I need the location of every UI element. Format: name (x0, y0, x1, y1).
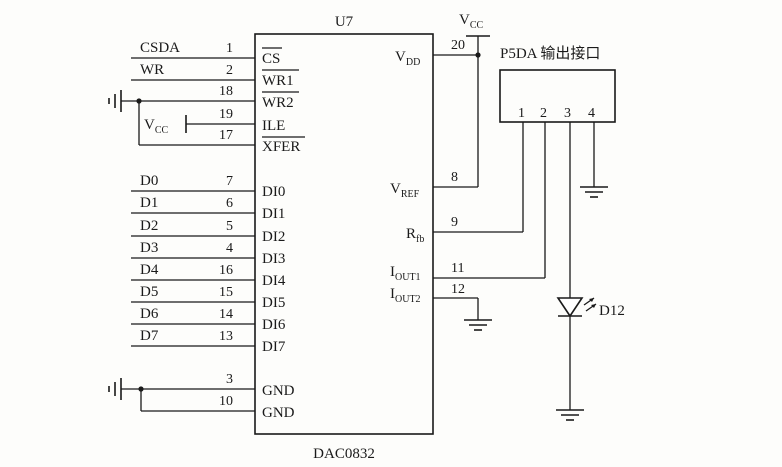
pin-name-xfer: XFER (262, 139, 300, 155)
connector-p5da-body (499, 69, 616, 123)
pin-name-cs: CS (262, 51, 280, 67)
pin-number-4: 4 (226, 241, 233, 256)
pin-number-17: 17 (219, 128, 233, 143)
pin-name-di1: DI1 (262, 206, 285, 222)
pin-name-gnd-10: GND (262, 405, 295, 421)
pin-number-6: 6 (226, 196, 233, 211)
connector-pin-1: 1 (518, 106, 525, 121)
ground-symbol-wr2 (108, 90, 122, 112)
pin-number-12: 12 (451, 282, 465, 297)
junction-dot-vdd (475, 52, 481, 58)
pin-name-di2: DI2 (262, 229, 285, 245)
pin-name-ile: ILE (262, 118, 285, 134)
pin-number-8: 8 (451, 170, 458, 185)
pin-name-rfb: Rfb (406, 226, 424, 245)
pin-name-iout1: IOUT1 (390, 264, 421, 283)
pin-name-vref: VREF (390, 181, 420, 200)
pin-number-19: 19 (219, 107, 233, 122)
left-pin-wr1: WR 2 WR1 (131, 62, 299, 89)
pin-number-3: 3 (226, 372, 233, 387)
chip-ref-label: U7 (335, 14, 354, 30)
junction-dot-wr2 (136, 98, 142, 104)
pin-name-gnd-3: GND (262, 383, 295, 399)
signal-label-d5: D5 (140, 284, 158, 300)
pin-name-di6: DI6 (262, 317, 286, 333)
connector-pin-3: 3 (564, 106, 571, 121)
pin-number-14: 14 (219, 307, 233, 322)
connector-pin-4: 4 (588, 106, 595, 121)
pin-number-5: 5 (226, 219, 233, 234)
left-pin-gnd-10: 10 GND (141, 394, 295, 421)
signal-label-d1: D1 (140, 195, 158, 211)
connector-title: P5DA 输出接口 (500, 45, 600, 62)
pin-number-15: 15 (219, 285, 233, 300)
right-pin-iout2: 12 IOUT2 (390, 282, 478, 305)
pin-number-13: 13 (219, 329, 233, 344)
left-pin-gnd-3: 3 GND (121, 372, 295, 399)
signal-label-d0: D0 (140, 173, 158, 189)
pin-number-11: 11 (451, 261, 464, 276)
pin-number-1: 1 (226, 41, 233, 56)
pin-name-di5: DI5 (262, 295, 285, 311)
connector-pin-2: 2 (540, 106, 547, 121)
junction-dot-gnd (138, 386, 144, 392)
ground-symbol-iout2 (464, 319, 492, 331)
dac0832-chip-body (254, 33, 434, 435)
led-ref-label: D12 (599, 303, 625, 319)
pin-name-di7: DI7 (262, 339, 286, 355)
pin-number-20: 20 (451, 38, 465, 53)
pin-number-18: 18 (219, 84, 233, 99)
signal-label-d7: D7 (140, 328, 159, 344)
signal-label-d3: D3 (140, 240, 158, 256)
right-pin-vdd: 20 VDD (395, 38, 478, 68)
left-pin-ile: 19 ILE (185, 107, 285, 134)
pin-number-7: 7 (226, 174, 233, 189)
pin-name-vdd: VDD (395, 49, 420, 68)
vcc-ile-label: VCC (144, 117, 169, 136)
pin-name-di0: DI0 (262, 184, 285, 200)
left-pin-wr2: 18 WR2 (121, 84, 299, 111)
led-d12 (556, 297, 597, 318)
right-pin-iout1: 11 IOUT1 (390, 261, 545, 283)
pin-name-wr2: WR2 (262, 95, 294, 111)
signal-label-d2: D2 (140, 218, 158, 234)
signal-label-d4: D4 (140, 262, 159, 278)
pin-number-16: 16 (219, 263, 233, 278)
pin-name-di4: DI4 (262, 273, 286, 289)
ground-symbol-pin4 (580, 186, 608, 198)
pin-name-wr1: WR1 (262, 73, 294, 89)
ground-symbol-gnd (108, 378, 122, 400)
vcc-top-label: VCC (459, 12, 484, 31)
pin-number-10: 10 (219, 394, 233, 409)
signal-label-csda: CSDA (140, 40, 180, 56)
left-pin-cs: CSDA 1 CS (131, 40, 282, 67)
signal-label-d6: D6 (140, 306, 159, 322)
right-pin-vref: 8 VREF (390, 170, 478, 200)
right-pin-rfb: 9 Rfb (406, 215, 523, 245)
pin-name-di3: DI3 (262, 251, 285, 267)
pin-number-2: 2 (226, 63, 233, 78)
chip-part-label: DAC0832 (313, 446, 375, 462)
pin-name-iout2: IOUT2 (390, 286, 421, 305)
left-pin-xfer: 17 XFER (139, 128, 305, 155)
pin-number-9: 9 (451, 215, 458, 230)
signal-label-wr: WR (140, 62, 164, 78)
ground-symbol-led (556, 409, 584, 421)
